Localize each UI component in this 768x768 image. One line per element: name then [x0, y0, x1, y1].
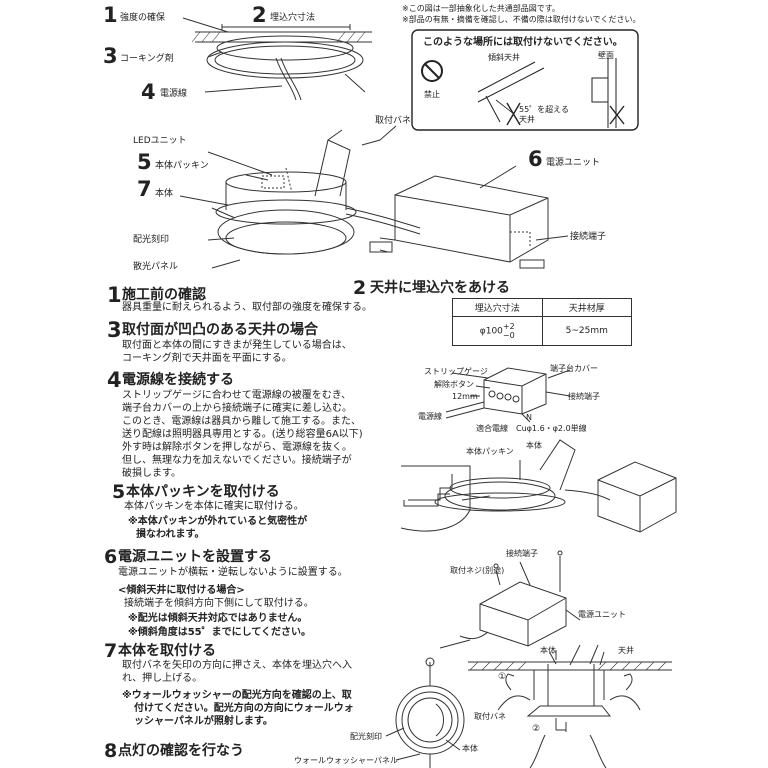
hole-value: φ100 — [479, 326, 503, 337]
label-6-num: 6 — [528, 147, 543, 171]
clip-spring-label-2: 取付バネ — [474, 712, 506, 721]
light-mark-label: 配光刻印 — [133, 235, 170, 245]
step6-line5: ※傾斜角度は55゜までにしてください。 — [128, 627, 312, 638]
power-line-label: 電源線 — [418, 412, 442, 421]
wallwasher-label: ウォールウォッシャーパネル — [294, 756, 398, 765]
n-label: N — [526, 413, 532, 422]
label-5-num: 5 — [137, 150, 152, 174]
clip-spring-label: 取付バネ — [375, 116, 412, 126]
step4-line1: ストリップゲージに合わせて電源線の被覆をむき、 — [122, 390, 352, 401]
step6-line2: <傾斜天井に取付ける場合> — [118, 585, 245, 596]
label-caulking: コーキング剤 — [120, 54, 174, 64]
step7-line5: ッシャーパネルが照射します。 — [134, 716, 273, 727]
step7-line4: 付けてください。配光方向の方向にウォールウォ — [134, 703, 354, 714]
step5-num: 5 — [112, 481, 126, 503]
step4-line7: 破損します。 — [122, 468, 181, 479]
step3-heading: 取付面が凹凸のある天井の場合 — [122, 322, 318, 338]
circle-2-label: ② — [532, 724, 541, 734]
step6-num: 6 — [104, 546, 118, 568]
step5-line1: 本体パッキンを本体に確実に取付ける。 — [124, 501, 304, 512]
step1-heading: 施工前の確認 — [122, 287, 206, 303]
step7-heading: 本体を取付ける — [118, 643, 216, 659]
step3-line2: コーキング剤で天井面を平面にする。 — [122, 353, 292, 364]
terminal-label: 接続端子 — [570, 232, 607, 242]
step4-line2: 端子台カバーの上から接続端子に確実に差し込む。 — [122, 403, 352, 414]
label-hole-size: 埋込穴寸法 — [270, 13, 316, 23]
label-strength: 強度の確保 — [120, 13, 166, 23]
body-label-3: 本体 — [540, 646, 556, 655]
mm12-label: 12mm — [452, 392, 478, 401]
wall-label: 壁面 — [598, 51, 614, 60]
forbid-label: 禁止 — [424, 90, 440, 99]
note-1: ※この図は一部抽象化した共通部品図です。 — [402, 4, 560, 13]
terminal-label-2: 接続端子 — [568, 392, 600, 401]
table-cell-hole: φ100+2−0 — [452, 316, 543, 346]
step4-line6: 但し、無理な力を加えないでください。接続端子が — [122, 455, 352, 466]
step7-line2: れ、押し上げる。 — [122, 673, 203, 684]
step6-line3: 接続端子を傾斜方向下側にして取付ける。 — [124, 598, 314, 609]
label-3-num: 3 — [103, 44, 118, 68]
step4-heading: 電源線を接続する — [122, 372, 234, 388]
psu-label: 電源ユニット — [546, 158, 601, 168]
step7-line1: 取付バネを矢印の方向に押さえ、本体を埋込穴へ入 — [122, 660, 352, 671]
step3-num: 3 — [107, 318, 122, 342]
step1-line1: 器具重量に耐えられるよう、取付部の強度を確保する。 — [122, 302, 372, 313]
diffuse-label: 散光パネル — [133, 262, 179, 272]
step5-heading: 本体パッキンを取付ける — [126, 484, 280, 500]
step1-num: 1 — [107, 283, 122, 307]
hole-tol-minus: −0 — [502, 331, 515, 340]
label-7-num: 7 — [137, 177, 152, 201]
packing-label-2: 本体パッキン — [466, 447, 514, 456]
step8-num: 8 — [104, 740, 118, 762]
table-header-thickness: 天井材厚 — [541, 298, 632, 317]
led-unit-label: LEDユニット — [133, 136, 187, 146]
step4-line4: 送り配線は照明器具専用とする。(送り総容量6A以下) — [122, 429, 363, 440]
terminal-label-3: 接続端子 — [506, 549, 538, 558]
wire-spec-label: 適合電線 Cuφ1.6・φ2.0単線 — [476, 424, 587, 433]
step6-line4: ※配光は傾斜天井対応ではありません。 — [128, 613, 308, 624]
angle-label-2: 天井 — [519, 115, 535, 124]
table-cell-thickness: 5~25mm — [541, 316, 632, 346]
body-label-4: 本体 — [462, 744, 478, 753]
release-button-label: 解除ボタン — [434, 380, 474, 389]
step6-line1: 電源ユニットが横転・逆転しないように設置する。 — [118, 567, 348, 578]
cut-hole-heading: 天井に埋込穴をあける — [370, 280, 510, 296]
light-mark-label-2: 配光刻印 — [350, 732, 382, 741]
step4-line5: 外す時は解除ボタンを押しながら、電源線を抜く。 — [122, 442, 352, 453]
step7-num: 7 — [104, 640, 118, 662]
hole-table: 埋込穴寸法 天井材厚 φ100+2−0 5~25mm — [452, 298, 632, 346]
step5-line2: ※本体パッキンが外れていると気密性が — [128, 516, 308, 527]
label-1-num: 1 — [103, 3, 118, 27]
sloped-label: 傾斜天井 — [488, 53, 520, 62]
hole-tol-plus: +2 — [502, 322, 515, 331]
psu-label-2: 電源ユニット — [578, 610, 626, 619]
step7-line3: ※ウォールウォッシャーの配光方向を確認の上、取 — [122, 690, 352, 701]
ceiling-label: 天井 — [618, 646, 634, 655]
screw-label: 取付ネジ(別途) — [450, 566, 505, 575]
body-label: 本体 — [155, 189, 174, 199]
label-2-num: 2 — [252, 3, 267, 27]
packing-label: 本体パッキン — [155, 161, 209, 171]
body-label-2: 本体 — [526, 441, 542, 450]
step5-line3: 損なわれます。 — [136, 529, 205, 540]
step3-line1: 取付面と本体の間にすきまが発生している場合は、 — [122, 340, 352, 351]
note-2: ※部品の有無・摘備を確認し、不備の際は取付けないでください。 — [402, 15, 641, 24]
warning-title: このような場所には取付けないでください。 — [423, 37, 623, 48]
step4-num: 4 — [107, 368, 122, 392]
step4-line3: このとき、電源線は器具から離して施工する。また、 — [122, 416, 361, 427]
step8-heading: 点灯の確認を行なう — [118, 743, 244, 759]
cover-label: 端子台カバー — [550, 364, 598, 373]
label-4-num: 4 — [141, 80, 156, 104]
label-power-line: 電源線 — [160, 89, 188, 99]
strip-gauge-label: ストリップゲージ — [424, 367, 488, 376]
step6-heading: 電源ユニットを設置する — [118, 549, 272, 565]
table-header-hole: 埋込穴寸法 — [452, 298, 543, 317]
label-2b-num: 2 — [353, 277, 367, 299]
circle-1-label: ① — [498, 672, 507, 682]
angle-label: 55゜を超える — [519, 105, 569, 114]
